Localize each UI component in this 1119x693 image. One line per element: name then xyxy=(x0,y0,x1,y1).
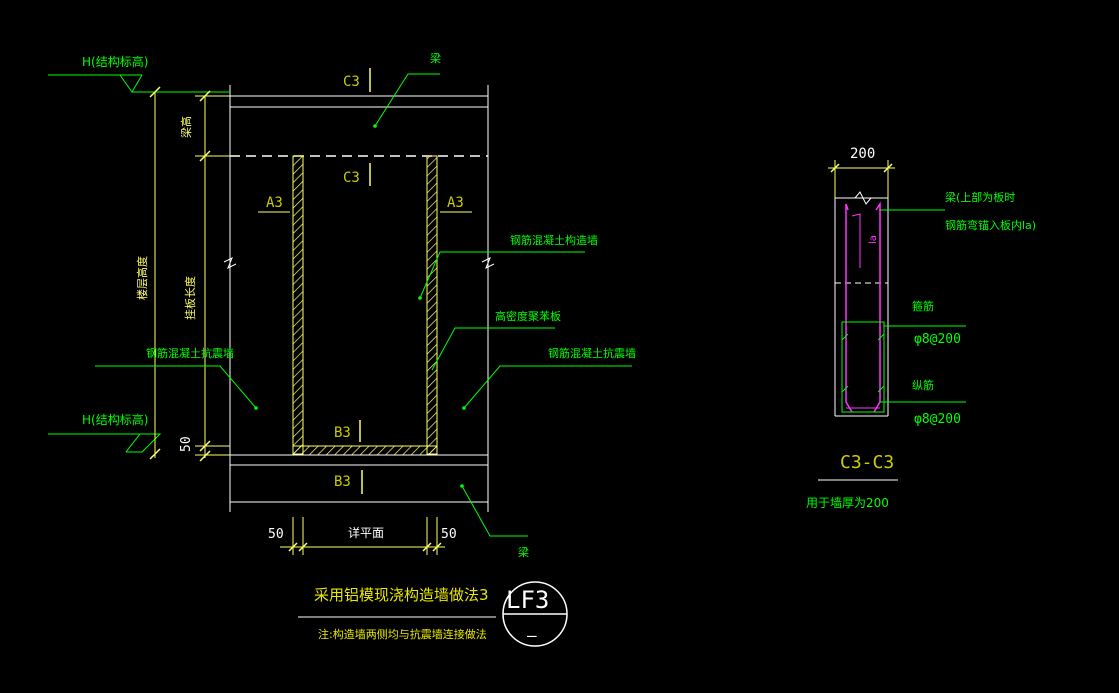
section-stirrup-spec: φ8@200 xyxy=(914,332,961,347)
section-top-inner-label: C3 xyxy=(343,170,360,186)
stirrup-tick-1 xyxy=(841,333,849,341)
detail-number: LF3 xyxy=(506,586,549,614)
beam-top-label: 梁 xyxy=(430,51,441,65)
right-break-mark xyxy=(481,256,495,270)
section-width-tick-r xyxy=(883,163,893,173)
dim-bottom-tick-4 xyxy=(432,542,442,552)
section-anchor-label: la xyxy=(868,235,879,244)
leader-dot-shear-left xyxy=(254,406,258,410)
rebar-left-long xyxy=(845,203,853,413)
section-width-text: 200 xyxy=(850,146,875,162)
drawing-note: 注:构造墙两侧均与抗震墙连接做法 xyxy=(318,627,487,641)
main-view-labels: C3 C3 A3 A3 B3 B3 梁 梁 H(结构标高) H(结构标高) 钢筋… xyxy=(82,51,636,559)
leader-dot-shear-right xyxy=(462,406,466,410)
section-usage-note: 用于墙厚为200 xyxy=(806,496,889,510)
label-shear-wall-left: 钢筋混凝土抗震墙 xyxy=(146,346,234,360)
stirrup-tick-4 xyxy=(877,385,885,393)
rebar-left-inner xyxy=(851,213,861,268)
label-shear-wall-right: 钢筋混凝土抗震墙 xyxy=(548,346,636,360)
section-bottom-inner-label: B3 xyxy=(334,425,351,441)
sheet-number: – xyxy=(527,626,537,645)
elevation-top-triangle xyxy=(119,74,143,93)
dim-bottom-tick-1 xyxy=(288,542,298,552)
leader-constructional-wall xyxy=(419,251,585,299)
beam-bottom-label: 梁 xyxy=(518,545,529,559)
dim-panel-length-text: 挂板长度 xyxy=(183,276,197,320)
bottom-foam-strip xyxy=(292,445,438,456)
section-view xyxy=(818,160,966,481)
section-left-label: A3 xyxy=(266,195,283,211)
stirrup-outline xyxy=(841,321,885,413)
left-break-mark xyxy=(223,256,237,270)
section-note-anchor: 钢筋弯锚入板内la) xyxy=(945,218,1036,232)
dim-beam-height-text: 梁高 xyxy=(179,116,193,138)
dim-floor-height-text: 楼层高度 xyxy=(135,256,149,300)
section-title: C3-C3 xyxy=(840,452,894,473)
leader-shear-left xyxy=(95,365,257,409)
dim-base-text: 50 xyxy=(179,436,194,452)
leader-shear-right xyxy=(463,365,632,409)
dim-right-gap-text: 50 xyxy=(441,527,457,542)
dim-tick-2 xyxy=(149,448,161,460)
title-block: 采用铝模现浇构造墙做法3 注:构造墙两侧均与抗震墙连接做法 LF3 – xyxy=(298,581,568,647)
dim-tick-1 xyxy=(149,86,161,98)
dim-middle-text: 详平面 xyxy=(348,525,384,540)
section-top-break xyxy=(854,191,872,205)
dim-bottom-tick-3 xyxy=(422,542,432,552)
section-top-outer-label: C3 xyxy=(343,74,360,90)
right-foam-strip xyxy=(426,155,438,455)
rebar-right-long xyxy=(873,201,881,413)
leader-beam-bottom xyxy=(461,485,528,537)
drawing-title: 采用铝模现浇构造墙做法3 xyxy=(314,586,489,604)
label-constructional-wall: 钢筋混凝土构造墙 xyxy=(510,233,598,247)
leader-dot-beam-top xyxy=(373,124,377,128)
section-note-beam: 梁(上部为板时 xyxy=(945,190,1015,204)
left-foam-strip xyxy=(292,155,304,455)
leader-dot-constructional-wall xyxy=(418,296,422,300)
elevation-top-label: H(结构标高) xyxy=(82,54,148,69)
dim-bottom-tick-2 xyxy=(298,542,308,552)
leader-beam-top xyxy=(374,73,440,127)
label-foam-board: 高密度聚苯板 xyxy=(495,309,561,323)
main-elevation-view xyxy=(48,68,632,555)
dim-tick-6 xyxy=(199,450,211,462)
section-longbar-spec: φ8@200 xyxy=(914,412,961,427)
leader-foam-board xyxy=(431,327,555,371)
section-right-label: A3 xyxy=(447,195,464,211)
section-stirrup-label: 箍筋 xyxy=(912,299,934,313)
section-view-labels: 200 梁(上部为板时 钢筋弯锚入板内la) la 箍筋 φ8@200 纵筋 φ… xyxy=(806,146,1036,510)
section-longbar-label: 纵筋 xyxy=(912,378,934,392)
section-width-tick-l xyxy=(830,163,840,173)
section-bottom-outer-label: B3 xyxy=(334,474,351,490)
elevation-bottom-triangle xyxy=(125,433,162,453)
elevation-bottom-label: H(结构标高) xyxy=(82,412,148,427)
leader-dot-beam-bottom xyxy=(460,484,464,488)
stirrup-tick-2 xyxy=(877,333,885,341)
stirrup-tick-3 xyxy=(841,385,849,393)
dim-left-gap-text: 50 xyxy=(268,527,284,542)
